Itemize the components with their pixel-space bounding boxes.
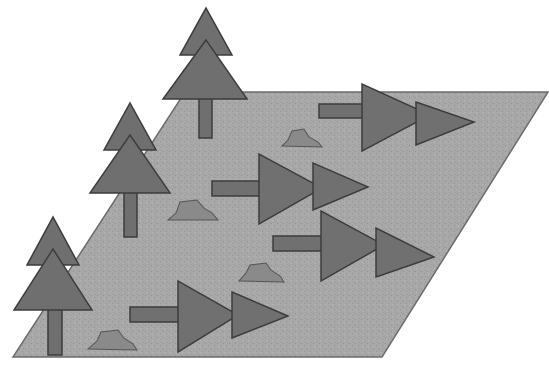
diagram-canvas (0, 0, 549, 365)
deforestation-diagram (0, 0, 549, 365)
